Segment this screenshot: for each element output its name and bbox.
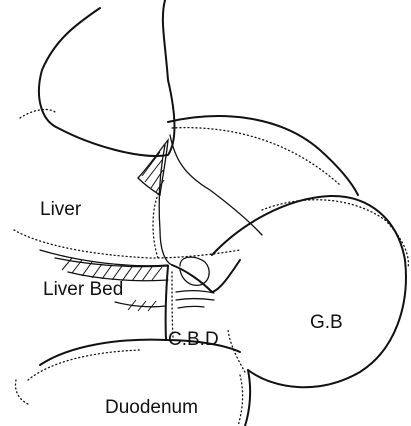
gallbladder-outline xyxy=(212,196,406,387)
duodenum-right-edge xyxy=(245,370,250,426)
liver-upper-border xyxy=(20,110,55,118)
label-duodenum: Duodenum xyxy=(105,398,198,417)
lower-hatch-outline xyxy=(115,302,165,307)
liver-upper-dots xyxy=(172,128,340,185)
duodenum-upper-dots xyxy=(28,350,140,380)
label-gallbladder: G.B xyxy=(310,313,343,332)
cbd-clips xyxy=(176,291,214,308)
liver-lower-dots xyxy=(14,230,240,258)
duodenum-right-dots xyxy=(238,375,243,426)
label-cbd: C.B.D xyxy=(168,330,219,349)
hatched-triangle-outline xyxy=(138,140,168,195)
label-liver-bed: Liver Bed xyxy=(43,280,123,299)
duodenum-lower-dots xyxy=(16,380,30,405)
lower-hatching xyxy=(128,300,156,311)
liver-divider xyxy=(170,135,262,235)
liver-lower-line xyxy=(40,250,168,266)
retractor-outline xyxy=(39,0,174,156)
gallbladder-dots xyxy=(262,200,408,268)
label-liver: Liver xyxy=(40,200,81,219)
